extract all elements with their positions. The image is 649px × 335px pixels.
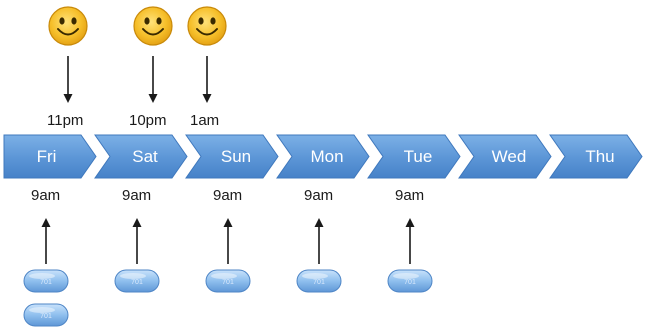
smiley-arrow-fri-head: [63, 94, 73, 103]
day-label-mon: Mon: [310, 146, 344, 166]
day-chevron-thu: [549, 134, 643, 179]
dose-arrow-sat-head: [132, 218, 142, 227]
dose-time-mon: 9am: [304, 187, 334, 204]
day-label-thu: Thu: [585, 146, 615, 166]
day-label-wed: Wed: [491, 146, 527, 166]
dose-time-fri: 9am: [31, 187, 61, 204]
day-label-tue: Tue: [403, 146, 433, 166]
smiley-face-icon: [133, 6, 173, 46]
pill-imprint: 701: [40, 279, 52, 286]
day-chevron-wed: [458, 134, 552, 179]
pill-icon: 701: [387, 269, 433, 293]
dose-time-sat: 9am: [122, 187, 152, 204]
day-label-fri: Fri: [36, 146, 57, 166]
smiley-face-icon: [187, 6, 227, 46]
pill-icon: 701: [114, 269, 160, 293]
dose-arrow-fri-head: [41, 218, 51, 227]
pill-imprint: 701: [40, 313, 52, 320]
pill-imprint: 701: [313, 279, 325, 286]
pill-icon: 701: [205, 269, 251, 293]
smiley-arrow-sun-head: [202, 94, 212, 103]
pill-icon: 701: [23, 303, 69, 327]
pill-imprint: 701: [131, 279, 143, 286]
smiley-time-fri: 11pm: [47, 112, 84, 129]
dose-arrow-sun-head: [223, 218, 233, 227]
pill-icon: 701: [23, 269, 69, 293]
dose-time-tue: 9am: [395, 187, 425, 204]
pill-imprint: 701: [222, 279, 234, 286]
day-label-sat: Sat: [132, 146, 158, 166]
day-chevron-mon: [276, 134, 370, 179]
smiley-face-icon: [48, 6, 88, 46]
day-chevron-sun: [185, 134, 279, 179]
smiley-time-sun: 1am: [190, 112, 220, 129]
day-chevron-sat: [94, 134, 188, 179]
day-chevron-fri: [3, 134, 97, 179]
pill-imprint: 701: [404, 279, 416, 286]
dose-arrow-mon-head: [314, 218, 324, 227]
pill-icon: 701: [296, 269, 342, 293]
day-label-sun: Sun: [220, 146, 252, 166]
dose-time-sun: 9am: [213, 187, 243, 204]
dose-arrow-tue-head: [405, 218, 415, 227]
smiley-arrow-sat-head: [148, 94, 158, 103]
smiley-time-sat: 10pm: [129, 112, 167, 129]
day-chevron-tue: [367, 134, 461, 179]
